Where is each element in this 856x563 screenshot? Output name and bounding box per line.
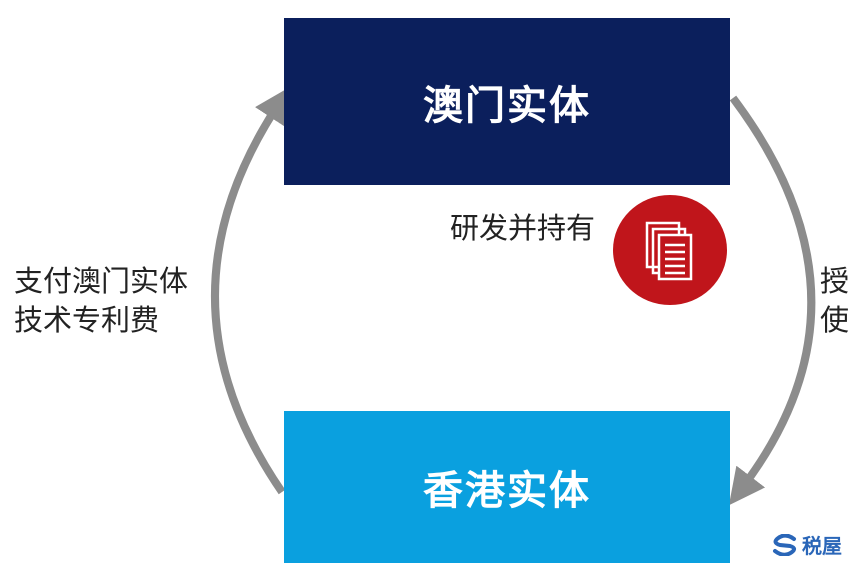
hk-entity-box: 香港实体 — [284, 411, 730, 563]
macau-entity-label: 澳门实体 — [423, 82, 591, 129]
watermark: 税屋 — [772, 530, 842, 559]
license-label-line-2: 使 — [820, 303, 850, 337]
hk-entity-label: 香港实体 — [423, 468, 591, 514]
license-label-line-1: 授 — [820, 264, 850, 298]
right-arrow — [728, 95, 816, 506]
documents-icon — [613, 195, 727, 305]
watermark-text: 税屋 — [802, 534, 842, 558]
macau-entity-box: 澳门实体 — [284, 18, 730, 185]
left-arrow — [211, 86, 290, 495]
payment-label-line-2: 技术专利费 — [14, 303, 160, 337]
payment-label-line-1: 支付澳门实体 — [14, 264, 189, 298]
s-logo-icon — [773, 533, 797, 556]
develop-own-label: 研发并持有 — [450, 211, 596, 245]
payment-label: 支付澳门实体 技术专利费 — [14, 262, 188, 340]
license-label: 授 使 — [820, 262, 856, 340]
